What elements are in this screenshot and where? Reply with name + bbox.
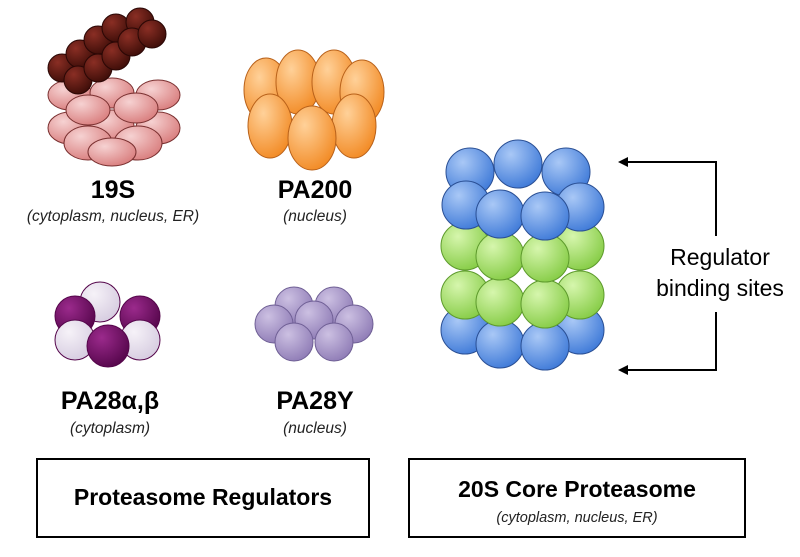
core-20s-top-ring [441, 139, 605, 241]
core-20s-green-rings [440, 221, 605, 329]
regulator-pa28y-graphic [254, 286, 374, 362]
regulator-pa28y-location: (nucleus) [283, 420, 347, 437]
regulators-box: Proteasome Regulators [36, 458, 370, 538]
binding-site-arrows [618, 157, 717, 375]
binding-sites-line1: Regulator [670, 244, 770, 270]
regulator-pa200-graphic [243, 49, 385, 171]
binding-sites-line2: binding sites [656, 275, 784, 301]
regulator-pa28ab-location: (cytoplasm) [69, 420, 151, 437]
regulator-pa28y-name: PA28Y [276, 387, 354, 415]
regulator-19s-graphic [47, 77, 181, 167]
regulator-pa200-name: PA200 [277, 176, 353, 204]
regulator-pa28ab-name: PA28α,β [60, 387, 160, 415]
regulator-pa200-location: (nucleus) [283, 208, 347, 225]
core-proteasome-box-title: 20S Core Proteasome [458, 476, 696, 502]
core-proteasome-box: 20S Core Proteasome (cytoplasm, nucleus,… [408, 458, 746, 538]
regulator-19s-location: (cytoplasm, nucleus, ER) [26, 208, 200, 225]
binding-sites-annotation: Regulator binding sites [640, 242, 800, 304]
core-20s-graphic [440, 305, 605, 371]
regulators-box-title: Proteasome Regulators [73, 484, 333, 510]
core-proteasome-box-subtitle: (cytoplasm, nucleus, ER) [496, 510, 658, 526]
regulator-19s-cap [47, 7, 167, 95]
regulator-19s-name: 19S [90, 176, 136, 204]
regulator-pa28ab-graphic [54, 281, 161, 368]
